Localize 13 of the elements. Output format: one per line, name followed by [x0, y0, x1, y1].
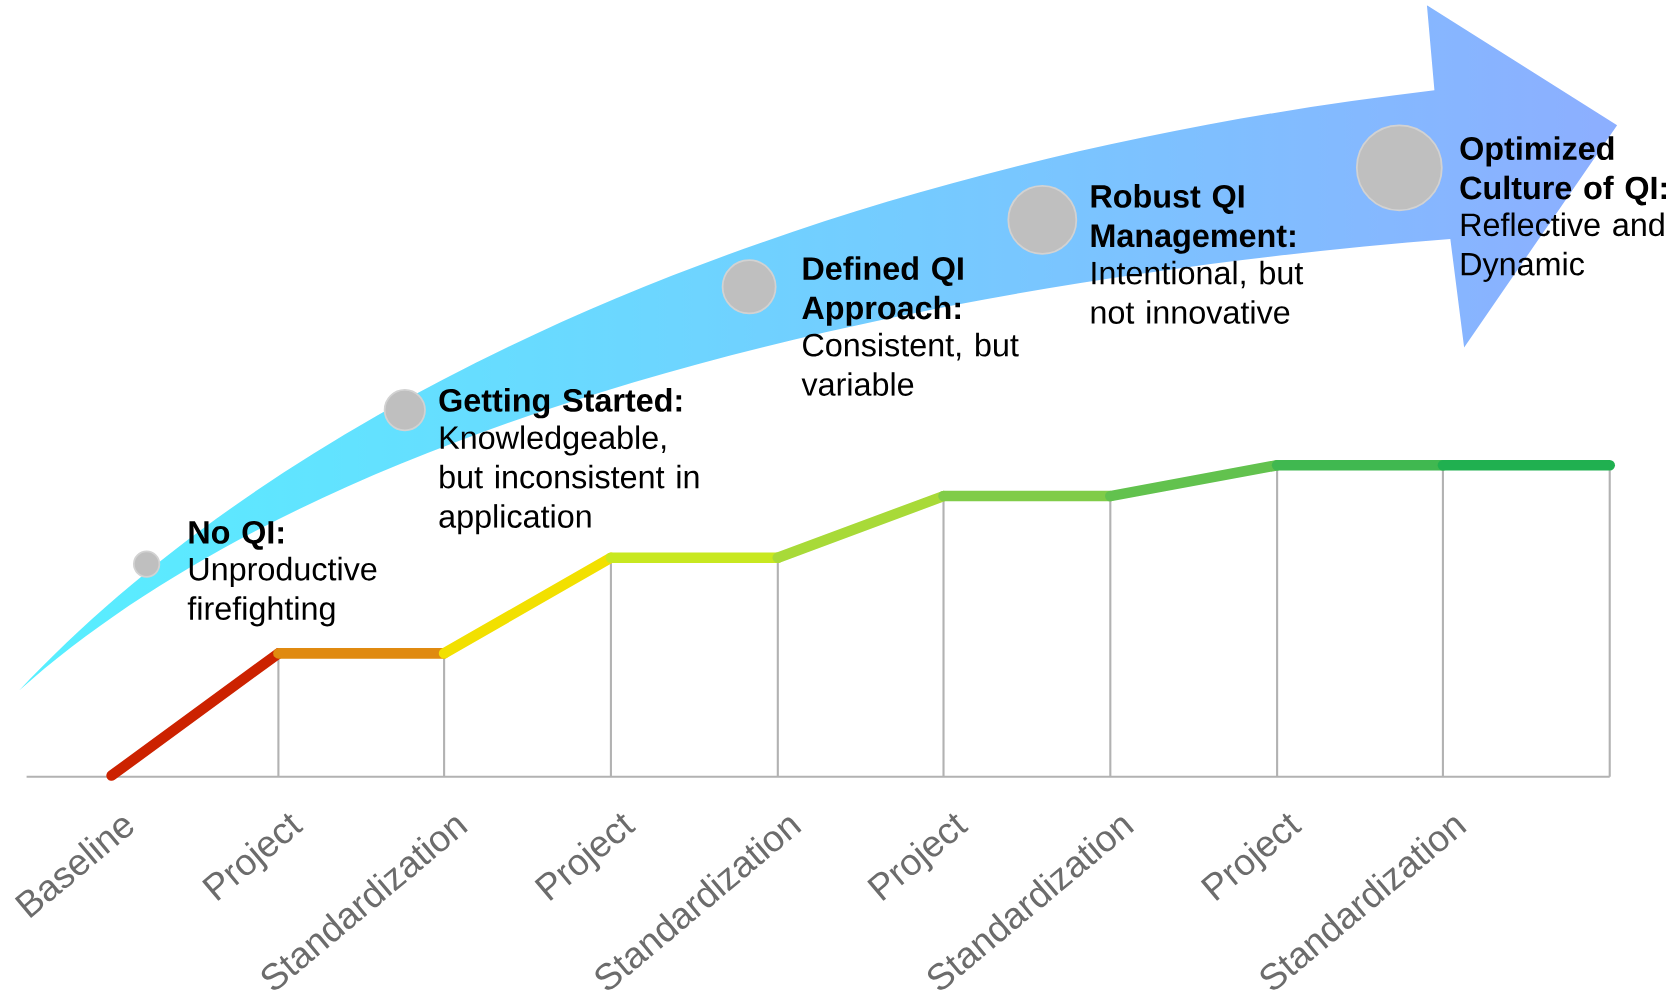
stage-heading: Getting Started:: [439, 387, 682, 419]
stage-description: Unproductive firefighting: [187, 556, 377, 627]
stage-heading: Defined QI Approach:: [802, 256, 963, 326]
stage-circle: [1355, 124, 1443, 211]
stage-description: Consistent, but variable: [801, 332, 1019, 396]
stage-description: Reflective and Dynamic: [1461, 212, 1664, 282]
stage-circle: [721, 259, 777, 314]
stage-circle: [132, 550, 161, 578]
stage-heading: Robust QI Management:: [1091, 183, 1295, 254]
stage-description: Intentional, but not innovative: [1091, 260, 1304, 324]
stage-circle: [1007, 184, 1078, 255]
stage-heading: Optimized Culture of QI:: [1460, 136, 1666, 206]
stage-circle: [383, 388, 426, 431]
